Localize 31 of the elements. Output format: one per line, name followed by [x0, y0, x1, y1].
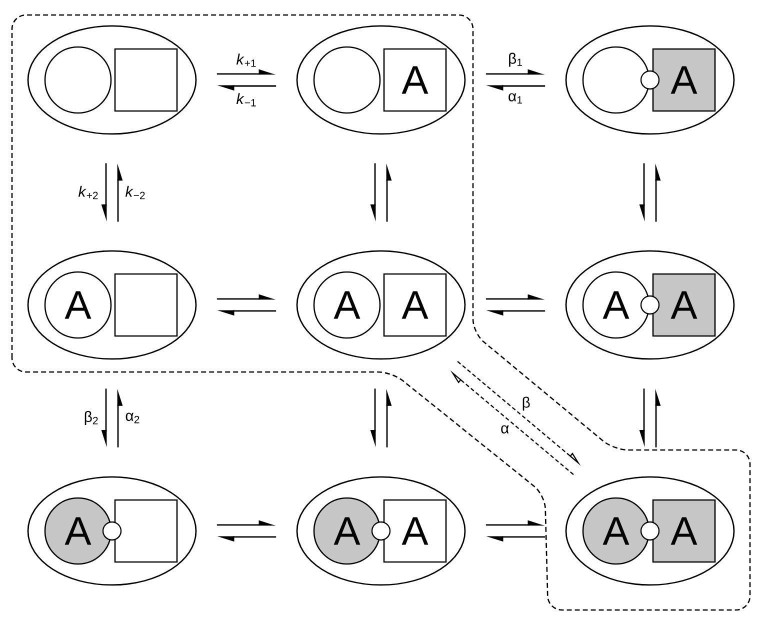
binding-site-square: A — [640, 499, 716, 563]
binding-site-square: A — [383, 273, 447, 337]
rate-label: k$_{+1}$ — [236, 54, 256, 67]
receptor-ellipse — [565, 476, 735, 586]
binding-site-square — [102, 499, 178, 563]
receptor-ellipse — [27, 476, 197, 586]
binding-site-circle — [44, 46, 112, 114]
rate-label: k$_{+2}$ — [78, 186, 98, 200]
receptor-ellipse — [296, 250, 466, 360]
binding-site-circle — [582, 46, 650, 114]
binding-site-square: A — [640, 273, 716, 337]
rate-label: β$_{1}$ — [509, 52, 522, 67]
rate-label: β$_{2}$ — [84, 411, 98, 425]
binding-site-square: A — [383, 48, 447, 112]
binding-site-circle — [313, 46, 381, 114]
rate-label: α$_{1}$ — [508, 93, 522, 104]
receptor-ellipse — [27, 25, 197, 135]
rate-label: β — [522, 396, 530, 411]
receptor-ellipse — [296, 25, 466, 135]
binding-site-square: A — [371, 499, 447, 563]
receptor-ellipse — [565, 25, 735, 135]
receptor-ellipse — [27, 250, 197, 360]
receptor-ellipse — [296, 476, 466, 586]
binding-site-square — [114, 273, 178, 337]
rate-label: k$_{−1}$ — [236, 93, 256, 106]
binding-site-square: A — [640, 48, 716, 112]
rate-label: α$_{2}$ — [126, 412, 140, 424]
receptor-ellipse — [565, 250, 735, 360]
rate-label: α — [501, 425, 509, 434]
rate-label: k$_{−2}$ — [125, 186, 145, 200]
binding-site-square — [114, 48, 178, 112]
